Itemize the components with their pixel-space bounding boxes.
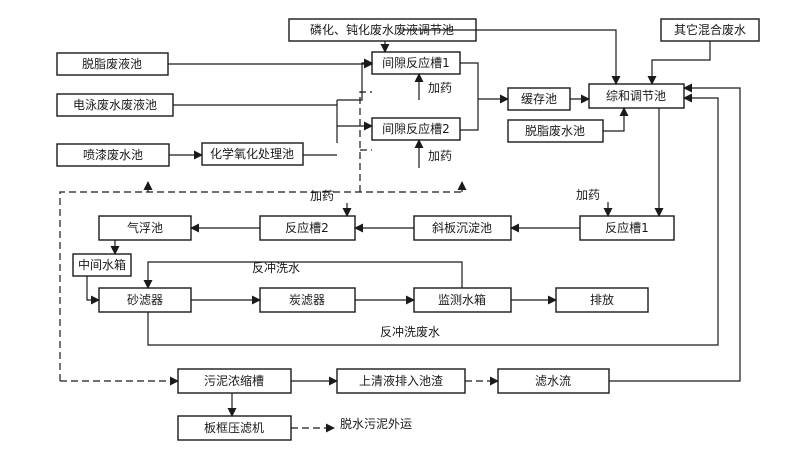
backwash-waste-label: 反冲洗废水 bbox=[380, 324, 440, 339]
degrease-liquid-pool-box: 脱脂废液池 bbox=[56, 52, 169, 76]
supernatant-box: 上清液排入池渣 bbox=[336, 368, 466, 394]
intermediate-tank-box: 中间水箱 bbox=[72, 253, 132, 277]
air-flotation-box: 气浮池 bbox=[98, 215, 192, 241]
svg-text:上清液排入池渣: 上清液排入池渣 bbox=[359, 373, 443, 388]
svg-text:斜板沉淀池: 斜板沉淀池 bbox=[432, 221, 492, 235]
dosing-label-1: 加药 bbox=[428, 81, 452, 95]
inclined-settler-box: 斜板沉淀池 bbox=[413, 215, 512, 241]
svg-text:气浮池: 气浮池 bbox=[127, 220, 163, 235]
svg-text:缓存池: 缓存池 bbox=[521, 92, 557, 106]
svg-text:砂滤器: 砂滤器 bbox=[127, 293, 163, 307]
svg-text:脱脂废水池: 脱脂废水池 bbox=[525, 123, 585, 138]
sand-filter-box: 砂滤器 bbox=[98, 287, 192, 313]
svg-text:中间水箱: 中间水箱 bbox=[78, 257, 126, 272]
sludge-thickener-box: 污泥浓缩槽 bbox=[177, 368, 292, 394]
svg-text:脱脂废液池: 脱脂废液池 bbox=[82, 56, 142, 71]
svg-text:化学氧化处理池: 化学氧化处理池 bbox=[210, 146, 294, 161]
chem-oxidation-pool-box: 化学氧化处理池 bbox=[201, 142, 304, 166]
svg-text:板框压滤机: 板框压滤机 bbox=[204, 421, 264, 435]
other-mixed-wastewater-box: 其它混合废水 bbox=[660, 18, 760, 42]
svg-text:污泥浓缩槽: 污泥浓缩槽 bbox=[204, 373, 264, 388]
intermittent-tank-1-box: 间隙反应槽1 bbox=[371, 51, 461, 75]
svg-text:其它混合废水: 其它混合废水 bbox=[674, 22, 746, 37]
spray-paint-pool-box: 喷漆废水池 bbox=[56, 143, 170, 167]
sludge-out-label: 脱水污泥外运 bbox=[340, 416, 412, 431]
degrease-water-pool-box: 脱脂废水池 bbox=[507, 119, 604, 143]
monitor-tank-box: 监测水箱 bbox=[413, 287, 512, 313]
svg-text:反应槽2: 反应槽2 bbox=[285, 220, 329, 235]
svg-text:炭滤器: 炭滤器 bbox=[289, 293, 325, 307]
svg-text:滤水流: 滤水流 bbox=[535, 374, 571, 388]
dosing-label-2: 加药 bbox=[428, 149, 452, 163]
discharge-box: 排放 bbox=[555, 287, 649, 313]
sludge-lines bbox=[59, 91, 499, 433]
carbon-filter-box: 炭滤器 bbox=[259, 287, 356, 313]
reaction-tank-1-box: 反应槽1 bbox=[579, 215, 675, 241]
backwash-water-label: 反冲洗水 bbox=[252, 260, 300, 275]
equalization-pool-box: 综和调节池 bbox=[588, 83, 685, 109]
svg-text:电泳废水废液池: 电泳废水废液池 bbox=[73, 97, 157, 112]
flow-lines bbox=[86, 29, 741, 417]
filter-press-box: 板框压滤机 bbox=[177, 415, 292, 441]
storage-pool-box: 缓存池 bbox=[507, 87, 571, 111]
electrophoresis-pool-box: 电泳废水废液池 bbox=[56, 93, 174, 117]
svg-text:间隙反应槽1: 间隙反应槽1 bbox=[382, 55, 450, 70]
reaction-tank-2-box: 反应槽2 bbox=[259, 215, 356, 241]
svg-text:磷化、钝化废水废液调节池: 磷化、钝化废水废液调节池 bbox=[310, 22, 454, 37]
svg-text:监测水箱: 监测水箱 bbox=[438, 292, 486, 307]
svg-text:喷漆废水池: 喷漆废水池 bbox=[83, 147, 143, 162]
svg-text:综和调节池: 综和调节池 bbox=[606, 89, 666, 103]
intermittent-tank-2-box: 间隙反应槽2 bbox=[371, 117, 461, 141]
filtrate-box: 滤水流 bbox=[497, 368, 610, 394]
phosphating-pool-box: 磷化、钝化废水废液调节池 bbox=[288, 18, 477, 42]
dosing-label-3: 加药 bbox=[310, 189, 334, 203]
svg-text:排放: 排放 bbox=[590, 292, 614, 307]
svg-text:反应槽1: 反应槽1 bbox=[605, 220, 649, 235]
svg-text:间隙反应槽2: 间隙反应槽2 bbox=[382, 121, 450, 136]
dosing-label-4: 加药 bbox=[576, 188, 600, 202]
